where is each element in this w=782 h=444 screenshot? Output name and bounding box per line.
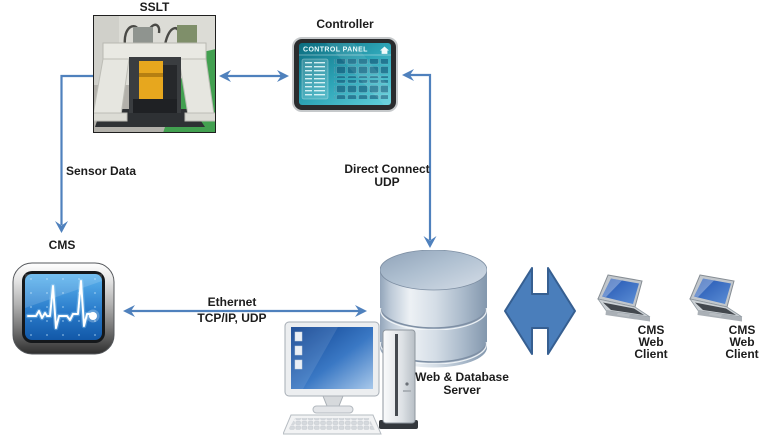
direct-connect-label: Direct Connect UDP: [337, 163, 437, 189]
laptop-screen: [602, 278, 639, 304]
db-groove-1: [380, 308, 487, 330]
controller-label: Controller: [316, 17, 374, 31]
monitor-base: [312, 405, 354, 414]
controller-device: CONTROL PANEL: [292, 37, 398, 112]
cms-label: CMS: [48, 238, 76, 252]
client1-line2: Web: [638, 335, 664, 349]
client-label-1: CMS Web Client: [603, 324, 699, 360]
sslt-label: SSLT: [139, 0, 170, 14]
laptop-keyboard: [603, 302, 644, 315]
client2-line2: Web: [729, 335, 755, 349]
server-label-line2: Server: [443, 383, 481, 397]
db-groove-2: [380, 342, 487, 364]
sslt-photo: [93, 15, 216, 133]
server-computer: [283, 320, 419, 438]
laptop-screen: [694, 278, 731, 304]
arrowhead-down-database: [423, 236, 437, 248]
ethernet-label-top: Ethernet: [207, 295, 257, 309]
server-label: Web & Database Server: [412, 371, 512, 397]
arrowhead-down-cms: [55, 221, 68, 233]
laptop-client-1: [592, 274, 658, 331]
client1-line1: CMS: [637, 323, 665, 337]
ethernet-label-bottom: TCP/IP, UDP: [197, 311, 267, 325]
monitor-screen: [291, 327, 373, 389]
tower-pc: [379, 329, 418, 429]
client2-line1: CMS: [728, 323, 756, 337]
arrowhead-left-into-controller: [402, 69, 414, 81]
laptop-keyboard: [695, 302, 736, 315]
keyboard: [283, 414, 382, 435]
server-label-line1: Web & Database: [415, 370, 509, 384]
client1-line3: Client: [634, 347, 668, 361]
home-icon: [380, 46, 389, 54]
monitor-stand: [322, 395, 344, 407]
yellow-component: [139, 61, 163, 99]
direct-connect-connector: [410, 73, 432, 240]
direct-connect-line2: UDP: [374, 175, 400, 189]
client2-line3: Client: [725, 347, 759, 361]
arrowhead-right-controller: [277, 70, 289, 82]
tower-drive-slot: [395, 334, 398, 416]
laptop-client-2: [684, 274, 750, 331]
machine-center: [129, 57, 181, 113]
arrowhead-left-sslt: [219, 70, 231, 82]
control-panel-title: CONTROL PANEL: [303, 47, 368, 54]
controller-buttons-bottom: [334, 80, 388, 99]
photo-border: [93, 15, 216, 133]
ecg-waveform: [25, 278, 96, 331]
ecg-dot: [89, 312, 97, 320]
sensor-data-label: Sensor Data: [66, 164, 137, 178]
monitor: [284, 321, 380, 414]
sync-double-arrow: [504, 266, 576, 356]
arrowhead-left-ethernet: [123, 305, 135, 317]
machine-frame: [93, 42, 216, 122]
client-label-2: CMS Web Client: [694, 324, 782, 360]
cms-app-icon: [12, 262, 115, 355]
db-top: [380, 250, 487, 291]
arrowhead-right-ethernet: [355, 305, 367, 317]
controller-buttons-top: [334, 59, 388, 78]
direct-connect-line1: Direct Connect: [344, 162, 430, 176]
sensor-data-connector: [60, 74, 94, 225]
desktop-icons: [294, 331, 303, 370]
